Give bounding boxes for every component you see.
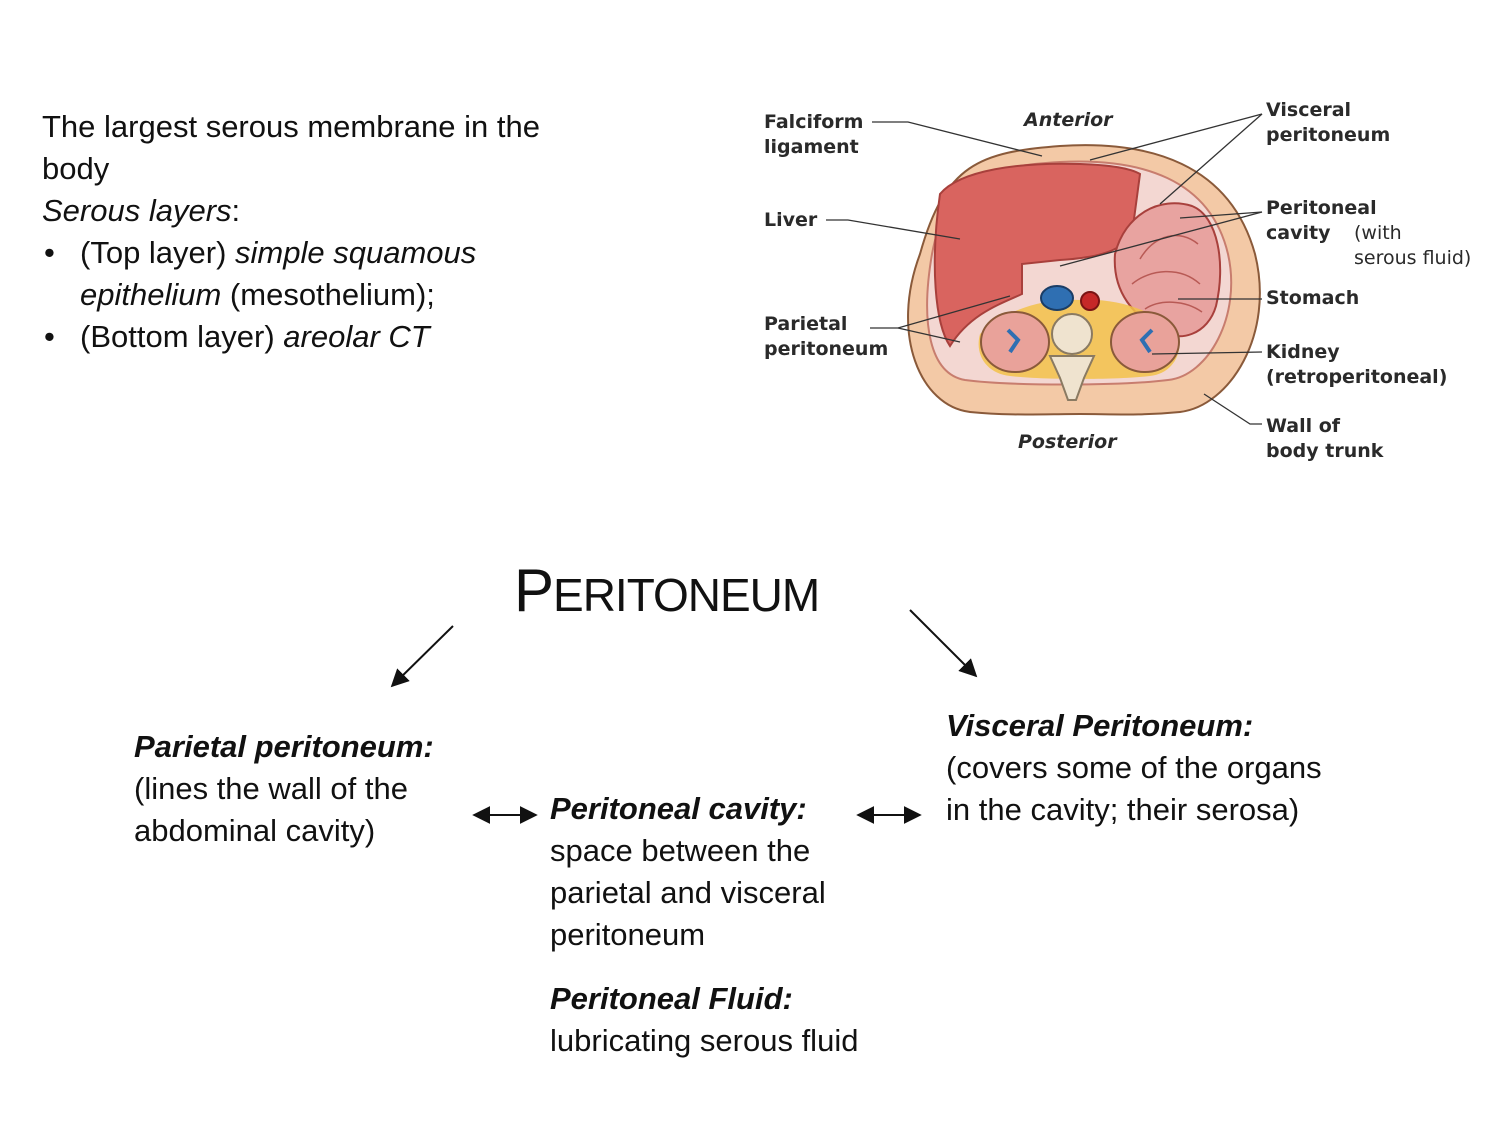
bullet-term: simple squamous epithelium bbox=[80, 235, 477, 312]
visceral-heading: Visceral Peritoneum: bbox=[946, 708, 1254, 743]
list-item: • (Bottom layer) areolar CT bbox=[42, 316, 602, 358]
visceral-peritoneum-block: Visceral Peritoneum: (covers some of the… bbox=[946, 705, 1326, 831]
label-falciform-ligament: Falciform ligament bbox=[764, 111, 864, 158]
bullet-prefix: (Top layer) bbox=[80, 235, 236, 270]
serous-layers-colon: : bbox=[231, 193, 241, 228]
title-initial: P bbox=[514, 557, 554, 624]
serous-layers-label: Serous layers bbox=[42, 193, 232, 228]
vertebral-body bbox=[1051, 313, 1093, 355]
parietal-peritoneum-block: Parietal peritoneum: (lines the wall of … bbox=[134, 726, 474, 852]
parietal-description: (lines the wall of the abdominal cavity) bbox=[134, 771, 408, 848]
intro-text: The largest serous membrane in the body … bbox=[42, 106, 602, 358]
cavity-description: space between the parietal and visceral … bbox=[550, 833, 826, 952]
label-liver: Liver bbox=[764, 209, 818, 231]
page-title: PERITONEUM bbox=[514, 556, 820, 630]
label-visceral-peritoneum: Visceral peritoneum bbox=[1266, 99, 1391, 146]
label-peritoneal-cavity: Peritoneal cavity (with serous fluid) bbox=[1266, 196, 1471, 269]
peritoneal-fluid-block: Peritoneal Fluid: lubricating serous flu… bbox=[550, 978, 880, 1062]
bullet-suffix: (mesothelium); bbox=[221, 277, 435, 312]
aorta bbox=[1080, 291, 1100, 311]
label-peritoneal-cavity-bold: Peritoneal cavity bbox=[1266, 197, 1377, 244]
arrow-to-parietal bbox=[390, 625, 454, 688]
visceral-description: (covers some of the organs in the cavity… bbox=[946, 750, 1322, 827]
intro-line: The largest serous membrane in the body bbox=[42, 109, 540, 186]
liver-shape bbox=[933, 162, 1142, 348]
bullet-prefix: (Bottom layer) bbox=[80, 319, 284, 354]
leader-lines bbox=[826, 113, 1263, 425]
abdomen-cross-section-figure: Falciform ligament Anterior Liver Pariet… bbox=[760, 94, 1471, 474]
arrow-to-visceral bbox=[909, 609, 978, 678]
bullet-term: areolar CT bbox=[283, 319, 430, 354]
vertebral-process bbox=[1048, 355, 1096, 401]
peritoneal-cavity-block: Peritoneal cavity: space between the par… bbox=[550, 788, 880, 956]
serous-layers-list: •(Top layer) simple squamous epithelium … bbox=[42, 232, 602, 358]
label-wall-of-body-trunk: Wall of body trunk bbox=[1266, 415, 1384, 462]
label-kidney: Kidney (retroperitoneal) bbox=[1266, 341, 1448, 388]
list-item: •(Top layer) simple squamous epithelium … bbox=[42, 232, 602, 316]
serous-layers-heading: Serous layers: bbox=[42, 190, 602, 232]
vena-cava bbox=[1040, 285, 1074, 311]
label-stomach: Stomach bbox=[1266, 287, 1360, 309]
label-posterior: Posterior bbox=[1018, 431, 1117, 453]
fluid-description: lubricating serous fluid bbox=[550, 1023, 859, 1058]
bullet-icon: • bbox=[44, 319, 55, 354]
fluid-heading: Peritoneal Fluid: bbox=[550, 981, 793, 1016]
label-peritoneal-cavity-note: (with serous fluid) bbox=[1354, 222, 1472, 269]
label-parietal-peritoneum: Parietal peritoneum bbox=[764, 313, 889, 360]
cavity-heading: Peritoneal cavity: bbox=[550, 791, 807, 826]
cross-section-illustration bbox=[826, 113, 1263, 425]
bullet-icon: • bbox=[44, 235, 55, 270]
parietal-heading: Parietal peritoneum: bbox=[134, 729, 434, 764]
label-anterior: Anterior bbox=[1024, 109, 1113, 131]
title-rest: ERITONEUM bbox=[553, 569, 820, 621]
